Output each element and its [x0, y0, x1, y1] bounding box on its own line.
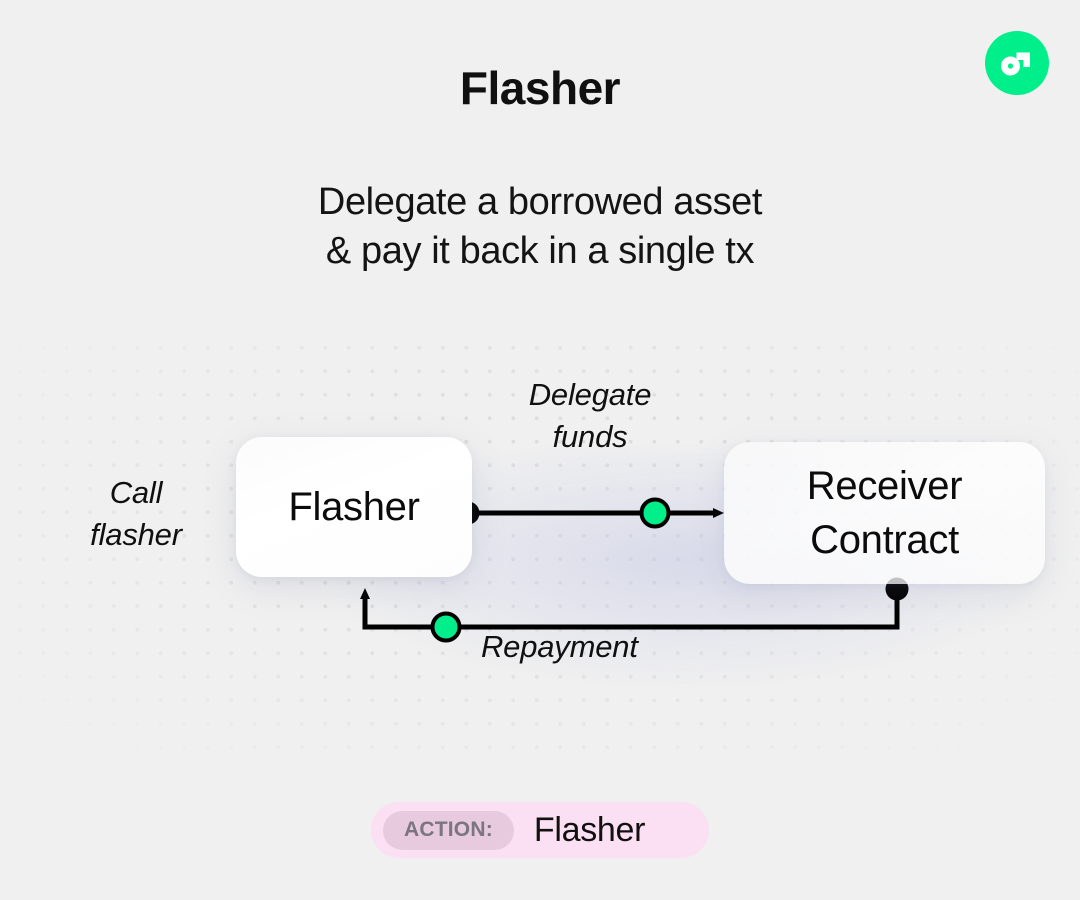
edge-repayment-line	[360, 588, 900, 630]
node-flasher-label: Flasher	[288, 485, 420, 529]
edge-label-repayment-line-1: Repayment	[481, 629, 638, 664]
edge-repayment-token-dot[interactable]	[430, 611, 462, 643]
subtitle-line-1: Delegate a borrowed asset	[317, 181, 763, 223]
edge-label-call-line-1: Call	[109, 475, 163, 510]
node-receiver-contract[interactable]: Receiver Contract	[724, 442, 1045, 584]
edge-label-delegate-line-1: Delegate	[528, 377, 652, 412]
action-badge-key: ACTION:	[383, 810, 514, 850]
edge-label-delegate-funds: Delegate funds	[489, 374, 691, 458]
flow-logo-icon	[999, 45, 1035, 81]
edge-label-repayment: Repayment	[481, 626, 721, 668]
action-badge[interactable]: ACTION: Flasher	[371, 802, 709, 858]
subtitle-line-2: & pay it back in a single tx	[325, 230, 755, 272]
edge-delegate-token-dot[interactable]	[639, 497, 671, 529]
action-badge-value: Flasher	[533, 810, 646, 849]
edge-delegate-funds	[456, 497, 724, 529]
edge-label-call-flasher: Call flasher	[46, 472, 226, 556]
edge-label-delegate-line-2: funds	[552, 419, 628, 454]
page-title: Flasher	[459, 62, 621, 114]
flow-diagram: Flasher Receiver Contract Call flasher D…	[0, 330, 1080, 760]
page-subtitle: Delegate a borrowed asset & pay it back …	[0, 178, 1080, 276]
node-flasher[interactable]: Flasher	[236, 437, 472, 577]
node-receiver-label-line-2: Contract	[810, 518, 959, 562]
node-receiver-label: Receiver Contract	[806, 459, 963, 567]
edge-label-call-line-2: flasher	[90, 517, 182, 552]
flow-logo	[985, 31, 1049, 95]
node-receiver-label-line-1: Receiver	[806, 464, 963, 508]
